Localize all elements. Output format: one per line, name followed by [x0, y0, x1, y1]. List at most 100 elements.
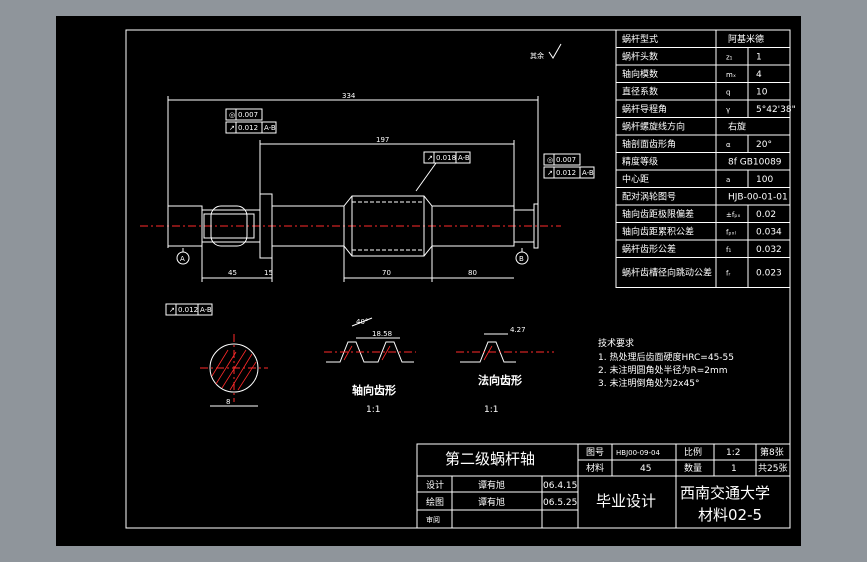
- spec-row: 蜗杆导程角 γ 5°42'38": [616, 99, 796, 118]
- section-view: 8: [200, 334, 268, 407]
- svg-text:A-B: A-B: [200, 306, 212, 314]
- tb-designer: 谭有旭: [478, 479, 505, 491]
- normal-tooth-profile: 4.27 法向齿形 1:1: [456, 326, 554, 415]
- spec-value: 100: [756, 175, 773, 185]
- tb-check-label: 绘图: [426, 496, 444, 508]
- section-width: 8: [226, 398, 230, 406]
- spec-value: 0.034: [756, 227, 782, 237]
- svg-text:↗: ↗: [169, 306, 175, 314]
- title-part-name: 第二级蜗杆轴: [445, 450, 535, 468]
- svg-text:↗: ↗: [229, 124, 235, 132]
- svg-text:0.007: 0.007: [238, 111, 258, 119]
- spec-row: 轴剖面齿形角 α 20°: [616, 134, 790, 153]
- spec-value: HJB-00-01-01: [728, 192, 788, 202]
- spec-value: 10: [756, 87, 768, 97]
- dim-right: 80: [468, 269, 477, 277]
- tolerance-frame-right: ◎ 0.007 ↗ 0.012 A-B: [543, 153, 595, 179]
- spec-row: 蜗杆头数 z₁ 1: [616, 47, 790, 65]
- spec-value: 阿基米德: [728, 33, 764, 45]
- tb-material: 45: [640, 464, 651, 474]
- svg-text:◎: ◎: [229, 111, 235, 119]
- spec-value: 5°42'38": [756, 105, 796, 115]
- tb-review-label: 审阅: [426, 515, 440, 524]
- spec-label: 轴向齿距累积公差: [622, 225, 694, 237]
- dim-worm: 70: [382, 269, 391, 277]
- spec-label: 蜗杆型式: [622, 33, 658, 45]
- spec-row: 蜗杆齿槽径向跳动公差 fᵣ 0.023: [616, 257, 790, 288]
- spec-symbol: γ: [726, 106, 730, 114]
- dim-shoulder: 15: [264, 269, 273, 277]
- dim-left-seg: 45: [228, 269, 237, 277]
- spec-row: 蜗杆型式 阿基米德: [622, 33, 764, 45]
- spec-value: 8f GB10089: [728, 157, 782, 167]
- spec-symbol: fᵣ: [726, 270, 730, 278]
- tolerance-frame-bottom: ↗ 0.012 A-B: [165, 303, 213, 316]
- spec-label: 轴剖面齿形角: [622, 138, 676, 150]
- tech-item-1: 1. 热处理后齿面硬度HRC=45-55: [598, 351, 734, 363]
- spec-symbol: f₁: [726, 246, 731, 254]
- axial-scale: 1:1: [366, 405, 380, 415]
- tooth-width-normal: 4.27: [510, 326, 526, 334]
- svg-text:0.007: 0.007: [556, 156, 576, 164]
- tb-sheet: 第8张: [760, 446, 784, 458]
- spec-label: 配对涡轮图号: [622, 190, 676, 202]
- dim-overall: 334: [342, 92, 356, 100]
- axial-tooth-profile: 18.58 40° 轴向齿形 1:1: [324, 317, 416, 415]
- spec-label: 蜗杆头数: [622, 50, 658, 62]
- spec-label: 蜗杆齿形公差: [622, 243, 676, 255]
- tech-title: 技术要求: [598, 337, 634, 349]
- spec-label: 直径系数: [622, 85, 658, 97]
- spec-label: 蜗杆齿槽径向跳动公差: [622, 267, 712, 279]
- spec-label: 蜗杆螺旋线方向: [622, 120, 685, 132]
- roughness-note: 其余: [530, 51, 544, 60]
- svg-text:0.012: 0.012: [556, 169, 576, 177]
- spec-symbol: α: [726, 141, 731, 149]
- spec-value: 1: [756, 52, 762, 62]
- spec-label: 轴向齿距极限偏差: [622, 208, 694, 220]
- tb-class: 材料02-5: [698, 506, 762, 524]
- spec-symbol: z₁: [726, 53, 733, 61]
- svg-text:↗: ↗: [547, 169, 553, 177]
- dim-inner: 197: [376, 136, 389, 144]
- spec-symbol: mₓ: [726, 71, 736, 79]
- tb-checker: 谭有旭: [478, 496, 505, 508]
- tech-requirements: 技术要求 1. 热处理后齿面硬度HRC=45-55 2. 未注明圆角处半径为R=…: [598, 337, 734, 389]
- tb-scale-label: 比例: [684, 446, 702, 458]
- normal-label: 法向齿形: [478, 373, 522, 387]
- spec-value: 20°: [756, 140, 772, 150]
- spec-value: 0.023: [756, 269, 782, 279]
- tolerance-frame-mid: ↗ 0.018 A-B: [415, 151, 471, 192]
- spec-row: 蜗杆螺旋线方向 右旋: [616, 117, 790, 132]
- tech-item-2: 2. 未注明圆角处半径为R=2mm: [598, 364, 728, 376]
- datum-a: A: [180, 255, 185, 263]
- spec-row: 中心距 a 100: [616, 169, 790, 188]
- svg-text:◎: ◎: [547, 156, 553, 164]
- spec-symbol: q: [726, 88, 730, 96]
- spec-value: 右旋: [728, 120, 746, 132]
- svg-text:A-B: A-B: [264, 124, 276, 132]
- datum-b: B: [519, 255, 524, 263]
- tb-design-date: 06.4.15: [543, 481, 577, 491]
- tb-total: 共25张: [758, 463, 787, 474]
- tb-qty-label: 数量: [684, 462, 702, 474]
- spec-value: 0.032: [756, 245, 782, 255]
- svg-text:0.012: 0.012: [238, 124, 258, 132]
- spec-label: 蜗杆导程角: [622, 103, 667, 115]
- title-block: 第二级蜗杆轴 图号 HBJ00-09-04 比例 1:2 第8张 材料 45 数…: [416, 443, 791, 529]
- tech-item-3: 3. 未注明倒角处为2x45°: [598, 377, 699, 389]
- tb-material-label: 材料: [586, 462, 604, 474]
- tb-project: 毕业设计: [596, 492, 656, 510]
- tb-drawno-label: 图号: [586, 447, 604, 458]
- svg-text:0.018: 0.018: [436, 154, 456, 162]
- tb-qty: 1: [731, 464, 737, 474]
- spec-label: 中心距: [622, 173, 649, 185]
- spec-row: 直径系数 q 10: [616, 82, 790, 100]
- spec-symbol: a: [726, 176, 730, 184]
